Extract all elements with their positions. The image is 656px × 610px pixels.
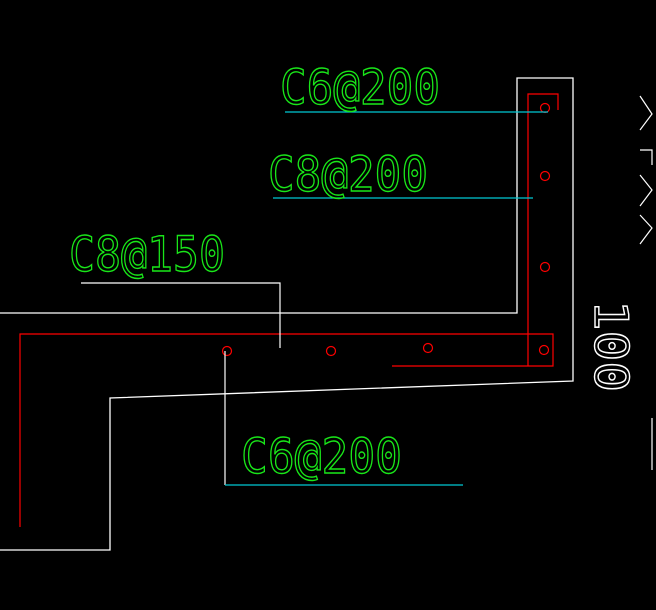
rebar-dot bbox=[422, 342, 434, 354]
rebar-labels: C6@200 C8@200 C8@150 C6@200 bbox=[68, 59, 440, 485]
label-bottom-c6-200: C6@200 bbox=[241, 429, 402, 485]
concrete-outline bbox=[0, 77, 574, 551]
rebar-dot bbox=[539, 261, 551, 273]
edge-mark-2 bbox=[640, 149, 653, 165]
rebar-dots bbox=[221, 102, 551, 357]
rebar-dot bbox=[539, 170, 551, 182]
dimension-value-100: 100 bbox=[584, 300, 638, 392]
leader-slab-c8 bbox=[81, 282, 281, 348]
rebar-dot bbox=[221, 345, 233, 357]
label-top-c6-200: C6@200 bbox=[280, 60, 440, 116]
rebar-dot bbox=[325, 345, 337, 357]
edge-mark-1 bbox=[639, 95, 653, 131]
rebar-lines bbox=[19, 93, 559, 527]
edge-mark-3 bbox=[639, 174, 653, 207]
leader-lines bbox=[81, 111, 548, 486]
rebar-vertical-inner bbox=[527, 93, 559, 366]
rebar-dot bbox=[539, 102, 551, 114]
rebar-main-bend bbox=[19, 333, 554, 527]
outline-upper-edge bbox=[0, 77, 574, 551]
dimension-annotation: 100 bbox=[583, 299, 638, 392]
edge-mark-4 bbox=[639, 214, 653, 245]
label-slab-c8-150: C8@150 bbox=[69, 227, 225, 283]
rebar-dot bbox=[538, 344, 550, 356]
label-mid-c8-200: C8@200 bbox=[268, 147, 428, 203]
clipped-edge-marks bbox=[639, 95, 653, 470]
